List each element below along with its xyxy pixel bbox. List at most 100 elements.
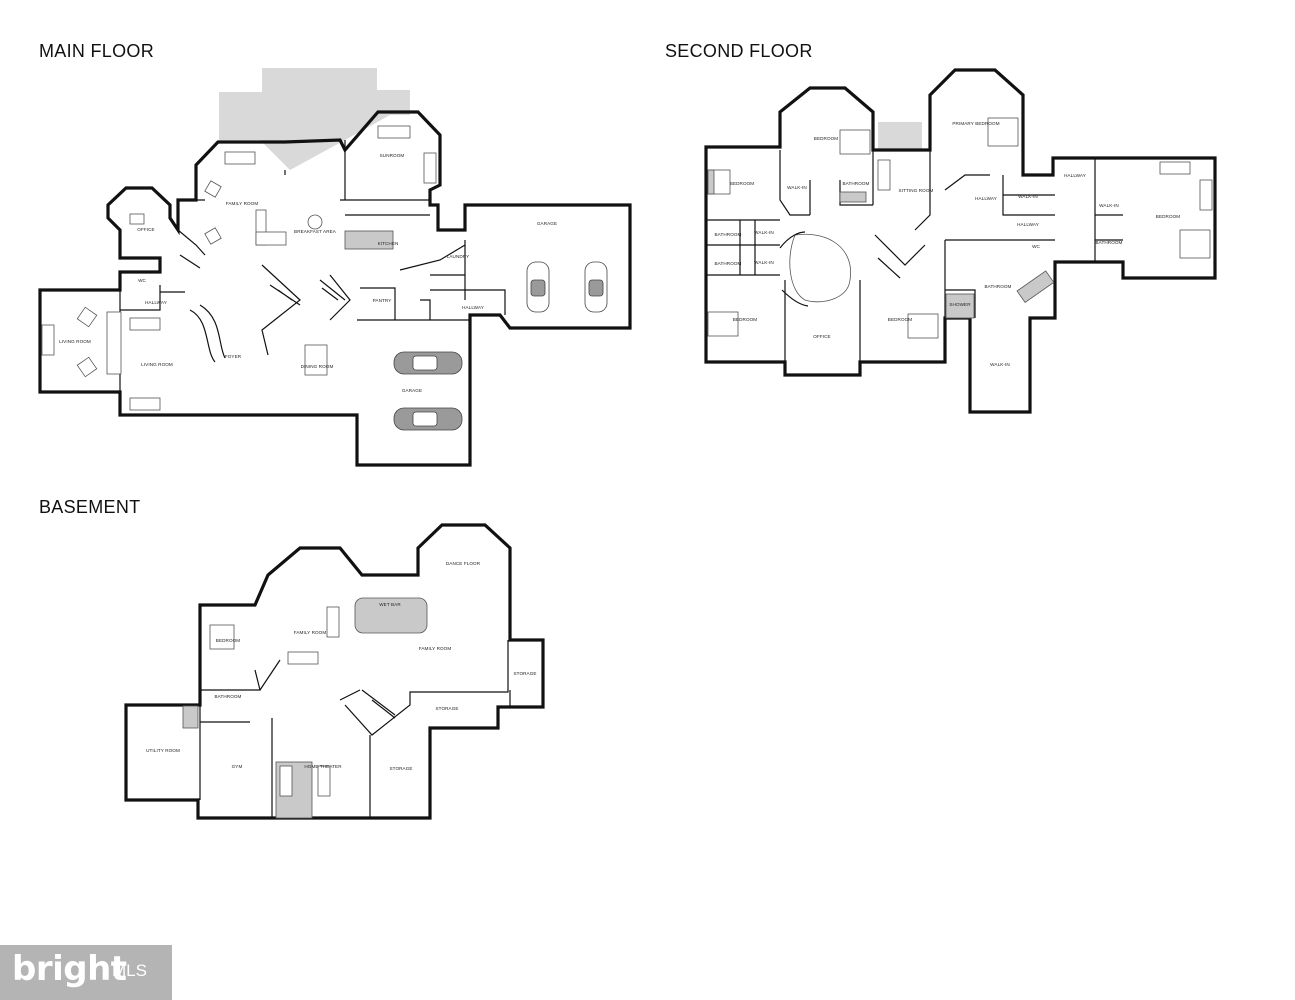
room-label-garage: GARAGE bbox=[537, 221, 557, 226]
wet-bar-counter bbox=[354, 597, 428, 634]
sofa bbox=[317, 765, 331, 797]
room-label-hallway: HALLWAY bbox=[1017, 222, 1039, 227]
sofa bbox=[41, 324, 55, 356]
room-label-bathroom: BATHROOM bbox=[214, 694, 241, 699]
bed bbox=[1179, 229, 1211, 259]
room-label-shower: SHOWER bbox=[949, 302, 971, 307]
armchair bbox=[204, 180, 222, 198]
second-floor-plan: BEDROOM BEDROOM WALK-IN BATHROOM SITTING… bbox=[704, 68, 1217, 414]
armchair bbox=[76, 306, 98, 328]
room-label-breakfast-area: BREAKFAST AREA bbox=[294, 229, 337, 234]
room-label-bathroom: BATHROOM bbox=[714, 261, 741, 266]
room-label-bathroom: BATHROOM bbox=[842, 181, 869, 186]
second-floor-heading: SECOND FLOOR bbox=[665, 41, 813, 61]
room-label-bedroom: BEDROOM bbox=[888, 317, 913, 322]
bathtub bbox=[1016, 270, 1055, 304]
bed bbox=[987, 117, 1019, 147]
sofa bbox=[877, 159, 891, 191]
room-label-living-room: LIVING ROOM bbox=[59, 339, 91, 344]
balcony-shading bbox=[878, 122, 922, 150]
sofa bbox=[279, 765, 293, 797]
armchair bbox=[76, 356, 98, 378]
second-floor-stairs bbox=[779, 231, 926, 307]
deck-shading bbox=[219, 68, 410, 170]
second-floor-interior-walls bbox=[706, 150, 1123, 362]
room-label-walk-in: WALK-IN bbox=[1099, 203, 1119, 208]
room-label-hallway: HALLWAY bbox=[462, 305, 484, 310]
kitchen-island bbox=[344, 230, 394, 250]
car-icon bbox=[526, 261, 550, 313]
room-label-living-room: LIVING ROOM bbox=[141, 362, 173, 367]
room-label-pantry: PANTRY bbox=[373, 298, 392, 303]
room-label-bedroom: BEDROOM bbox=[814, 136, 839, 141]
room-label-bedroom: BEDROOM bbox=[216, 638, 241, 643]
bright-mls-logo: bright MLS bbox=[0, 945, 172, 1000]
dining-table bbox=[304, 344, 328, 376]
sofa bbox=[423, 152, 437, 184]
basement-plan: DANCE FLOOR WET BAR BEDROOM FAMILY ROOM … bbox=[124, 523, 545, 820]
car-icon bbox=[393, 407, 463, 431]
room-label-wc: WC bbox=[1032, 244, 1040, 249]
room-label-bedroom: BEDROOM bbox=[733, 317, 758, 322]
main-floor-stairs bbox=[269, 279, 346, 306]
bed bbox=[839, 129, 871, 155]
room-label-office: OFFICE bbox=[137, 227, 154, 232]
main-floor-outer-wall bbox=[38, 110, 632, 467]
car-icon bbox=[393, 351, 463, 375]
basement-outer-wall bbox=[124, 523, 545, 820]
sofa bbox=[377, 125, 411, 139]
bed-headboard bbox=[707, 169, 715, 195]
basement-interior-walls bbox=[199, 605, 511, 818]
sofa bbox=[326, 606, 340, 638]
room-label-family-room: FAMILY ROOM bbox=[419, 646, 452, 651]
curved-stair-landing bbox=[789, 233, 852, 303]
car-icon bbox=[584, 261, 608, 313]
room-label-gym: GYM bbox=[232, 764, 243, 769]
room-label-storage: STORAGE bbox=[389, 766, 412, 771]
basement-stairs bbox=[361, 689, 396, 719]
utility-equipment bbox=[182, 705, 199, 729]
sofa bbox=[1159, 161, 1191, 175]
room-label-family-room: FAMILY ROOM bbox=[294, 630, 327, 635]
second-floor-outer-wall bbox=[704, 68, 1217, 414]
sofa bbox=[224, 151, 256, 165]
room-label-hallway: HALLWAY bbox=[1064, 173, 1086, 178]
sofa bbox=[255, 231, 287, 246]
room-label-storage: STORAGE bbox=[513, 671, 536, 676]
main-floor-heading: MAIN FLOOR bbox=[39, 41, 155, 61]
sofa bbox=[1199, 179, 1213, 211]
room-label-sitting-room: SITTING ROOM bbox=[899, 188, 934, 193]
sofa bbox=[129, 397, 161, 411]
room-label-walk-in: WALK-IN bbox=[754, 230, 774, 235]
shower bbox=[945, 293, 975, 319]
office-desk bbox=[129, 213, 145, 225]
room-label-bathroom: BATHROOM bbox=[714, 232, 741, 237]
room-label-laundry: LAUNDRY bbox=[447, 254, 470, 259]
room-label-walk-in: WALK-IN bbox=[1018, 194, 1038, 199]
bed bbox=[907, 313, 939, 339]
vanity bbox=[839, 191, 867, 203]
breakfast-table bbox=[307, 214, 323, 230]
logo-brand: bright bbox=[12, 949, 127, 989]
room-label-garage: GARAGE bbox=[402, 388, 422, 393]
room-label-walk-in: WALK-IN bbox=[990, 362, 1010, 367]
room-label-family-room: FAMILY ROOM bbox=[226, 201, 259, 206]
room-label-bathroom: BATHROOM bbox=[1095, 240, 1122, 245]
room-label-bedroom: BEDROOM bbox=[730, 181, 755, 186]
room-label-office: OFFICE bbox=[813, 334, 830, 339]
sofa bbox=[287, 651, 319, 665]
room-label-primary-bedroom: PRIMARY BEDROOM bbox=[952, 121, 999, 126]
room-label-wc: WC bbox=[138, 278, 146, 283]
room-label-bedroom: BEDROOM bbox=[1156, 214, 1181, 219]
room-label-walk-in: WALK-IN bbox=[787, 185, 807, 190]
basement-heading: BASEMENT bbox=[39, 497, 141, 517]
room-label-bathroom: BATHROOM bbox=[984, 284, 1011, 289]
armchair bbox=[204, 227, 222, 245]
room-label-kitchen: KITCHEN bbox=[378, 241, 399, 246]
fireplace bbox=[106, 311, 122, 375]
room-label-foyer: FOYER bbox=[225, 354, 242, 359]
sofa bbox=[129, 317, 161, 331]
room-label-utility-room: UTILITY ROOM bbox=[146, 748, 180, 753]
room-label-hallway: HALLWAY bbox=[975, 196, 997, 201]
